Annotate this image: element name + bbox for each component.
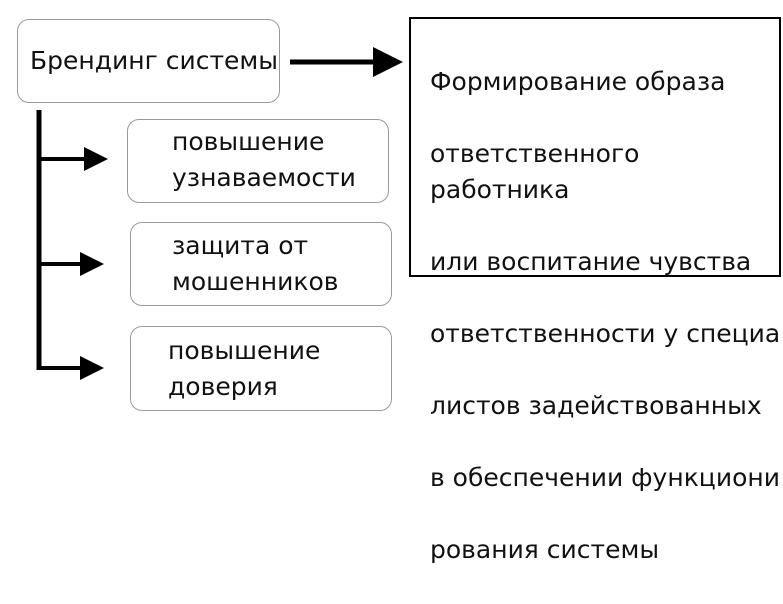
child-node-trust-label: повышение доверия [168,336,321,401]
root-node-label: Брендинг системы [30,46,278,75]
child-node-fraud [130,222,392,306]
root-node [17,19,280,103]
description-line: в обеспечении функциони [430,463,780,492]
description-box [409,17,781,277]
child-node-recognition [127,119,389,203]
description-line: рования системы [430,535,660,564]
description-line: ответственности у специа [430,319,781,348]
description-line: или воспитание чувства [430,247,752,276]
connectors [36,47,403,380]
child-node-fraud-label: защита от мошенников [172,231,339,296]
child-node-recognition-label: повышение узнаваемости [172,127,356,192]
description-line: Формирование образа [430,67,726,96]
child-node-trust [130,326,392,411]
description-line: листов задействованных [430,391,762,420]
description-line: ответственного работника [430,139,640,204]
